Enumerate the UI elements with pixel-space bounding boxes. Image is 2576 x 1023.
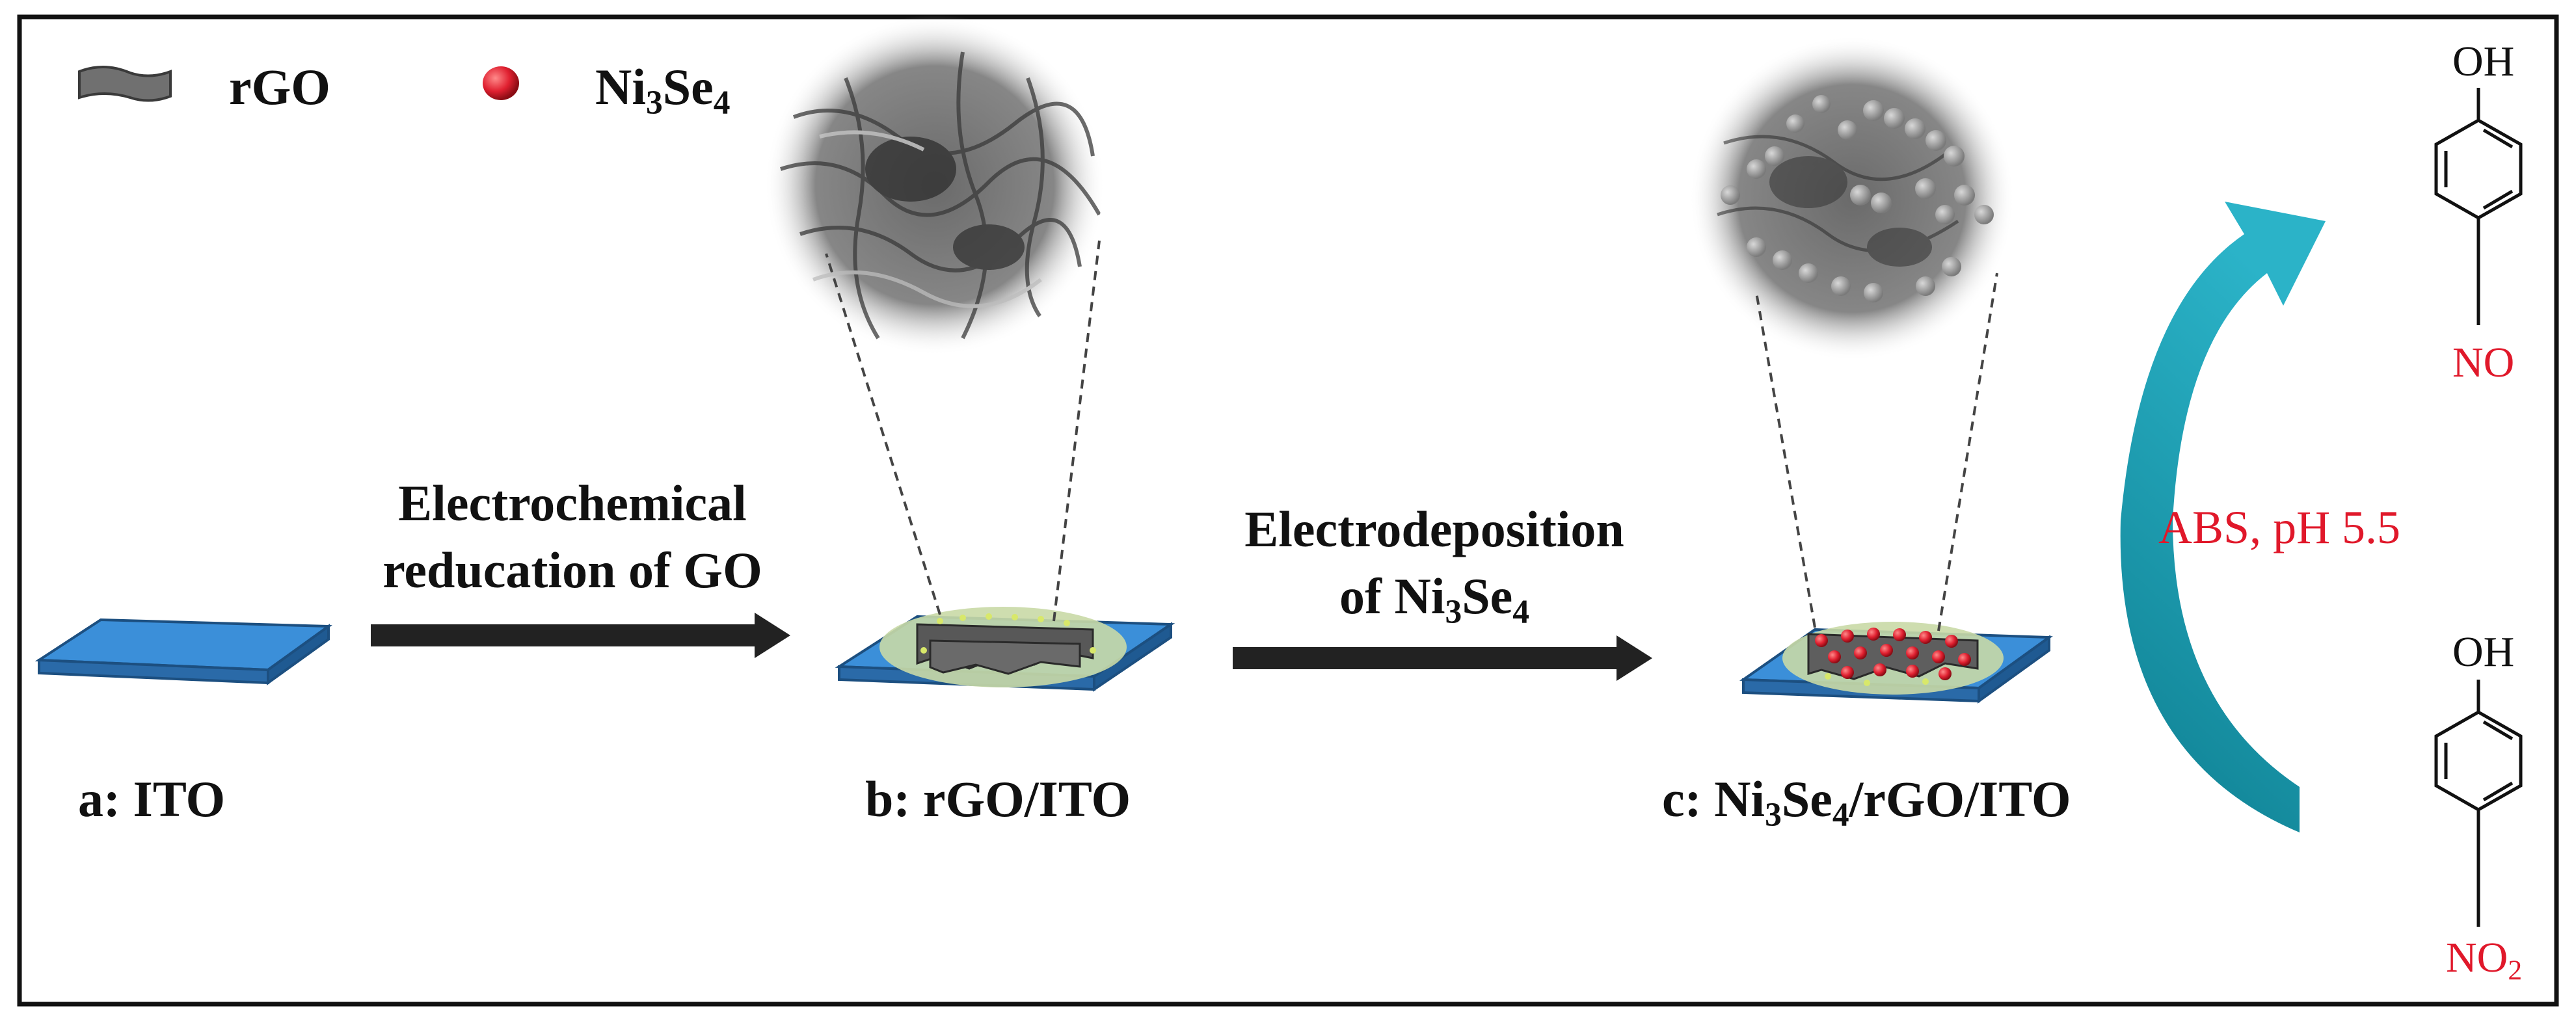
reaction-condition-label: ABS, pH 5.5 — [2158, 501, 2401, 553]
arrow2-text-line2: of Ni3Se4 — [1339, 568, 1529, 631]
rgo-ito-substrate — [835, 607, 1175, 692]
arrow1-text-line1: Electrochemical — [398, 475, 747, 531]
zoom-line-b-left — [825, 253, 941, 615]
arrow1-text-line2: reducation of GO — [382, 542, 762, 598]
top-no-label: NO — [2452, 339, 2515, 386]
ni3se4-rgo-ito-substrate — [1739, 622, 2053, 704]
ito-substrate — [34, 618, 332, 685]
sem-image-ni3se4 — [1689, 36, 2015, 361]
step-b-label: b: rGO/ITO — [865, 771, 1131, 827]
zoom-line-b-right — [1053, 240, 1101, 622]
top-molecule-ring — [2434, 88, 2523, 325]
step-c-label: c: Ni3Se4/rGO/ITO — [1662, 771, 2071, 834]
arrow-electrodeposition — [1233, 635, 1652, 681]
bottom-oh-label: OH — [2452, 628, 2515, 676]
rgo-legend-label: rGO — [229, 59, 330, 115]
bottom-molecule-ring — [2434, 680, 2523, 927]
reaction-curved-arrow — [2120, 202, 2326, 832]
sem-image-rgo — [764, 15, 1105, 356]
diagram-frame — [17, 14, 2559, 1007]
step-a-label: a: ITO — [78, 771, 226, 827]
ni3se4-legend-icon — [483, 66, 519, 100]
ni3se4-legend-label: Ni3Se4 — [595, 59, 731, 122]
arrow2-text-line1: Electrodeposition — [1244, 501, 1624, 557]
zoom-line-c-right — [1937, 272, 1998, 631]
rgo-legend-icon — [78, 66, 172, 102]
zoom-line-c-left — [1755, 292, 1816, 628]
arrow-electrochemical-reduction — [371, 613, 790, 658]
top-oh-label: OH — [2452, 38, 2515, 85]
bottom-no2-label: NO2 — [2446, 934, 2523, 987]
